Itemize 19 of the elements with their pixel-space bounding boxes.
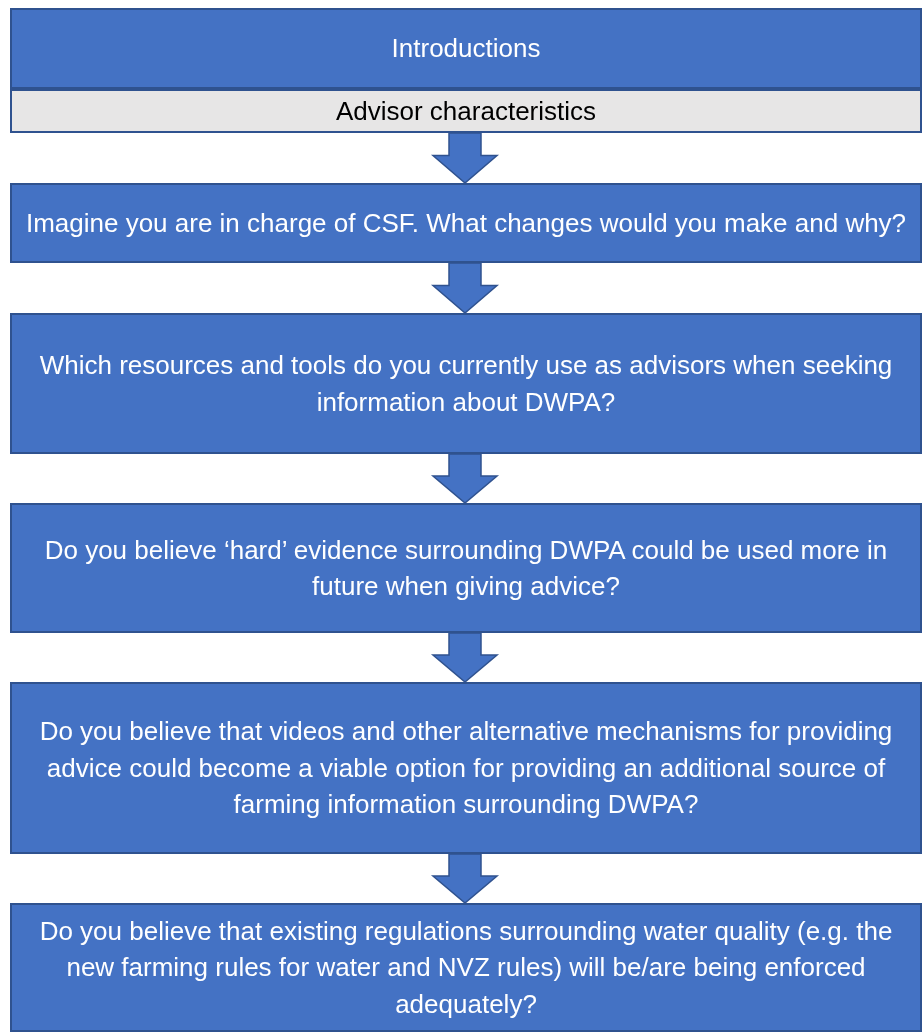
block-arrow <box>430 453 500 504</box>
box-text: Which resources and tools do you currently use as advisors when seeking information about DWPA? <box>38 349 894 419</box>
block-arrow <box>430 132 500 184</box>
block-arrow <box>430 632 500 683</box>
box-text: Advisor characteristics <box>334 94 598 128</box>
block-arrow <box>430 262 500 314</box>
box-text: Introductions <box>390 32 542 66</box>
process-box <box>10 682 922 854</box>
process-box <box>10 8 922 89</box>
box-text: Do you believe that videos and other alternative mechanisms for providing advice could become a viable option for providing an additional source of farming information surrounding DWPA? <box>38 715 894 822</box>
process-box <box>10 313 922 454</box>
box-text: Imagine you are in charge of CSF. What changes would you make and why? <box>24 206 908 240</box>
process-box <box>10 503 922 633</box>
section-band <box>10 89 922 133</box>
box-text: Do you believe ‘hard’ evidence surrounding DWPA could be used more in future when giving advice? <box>43 533 889 603</box>
process-box <box>10 183 922 263</box>
box-text: Do you believe that existing regulations surrounding water quality (e.g. the new farming rules for water and NVZ rules) will be/are being enforced adequately? <box>38 914 894 1021</box>
process-box <box>10 903 922 1032</box>
block-arrow <box>430 853 500 904</box>
